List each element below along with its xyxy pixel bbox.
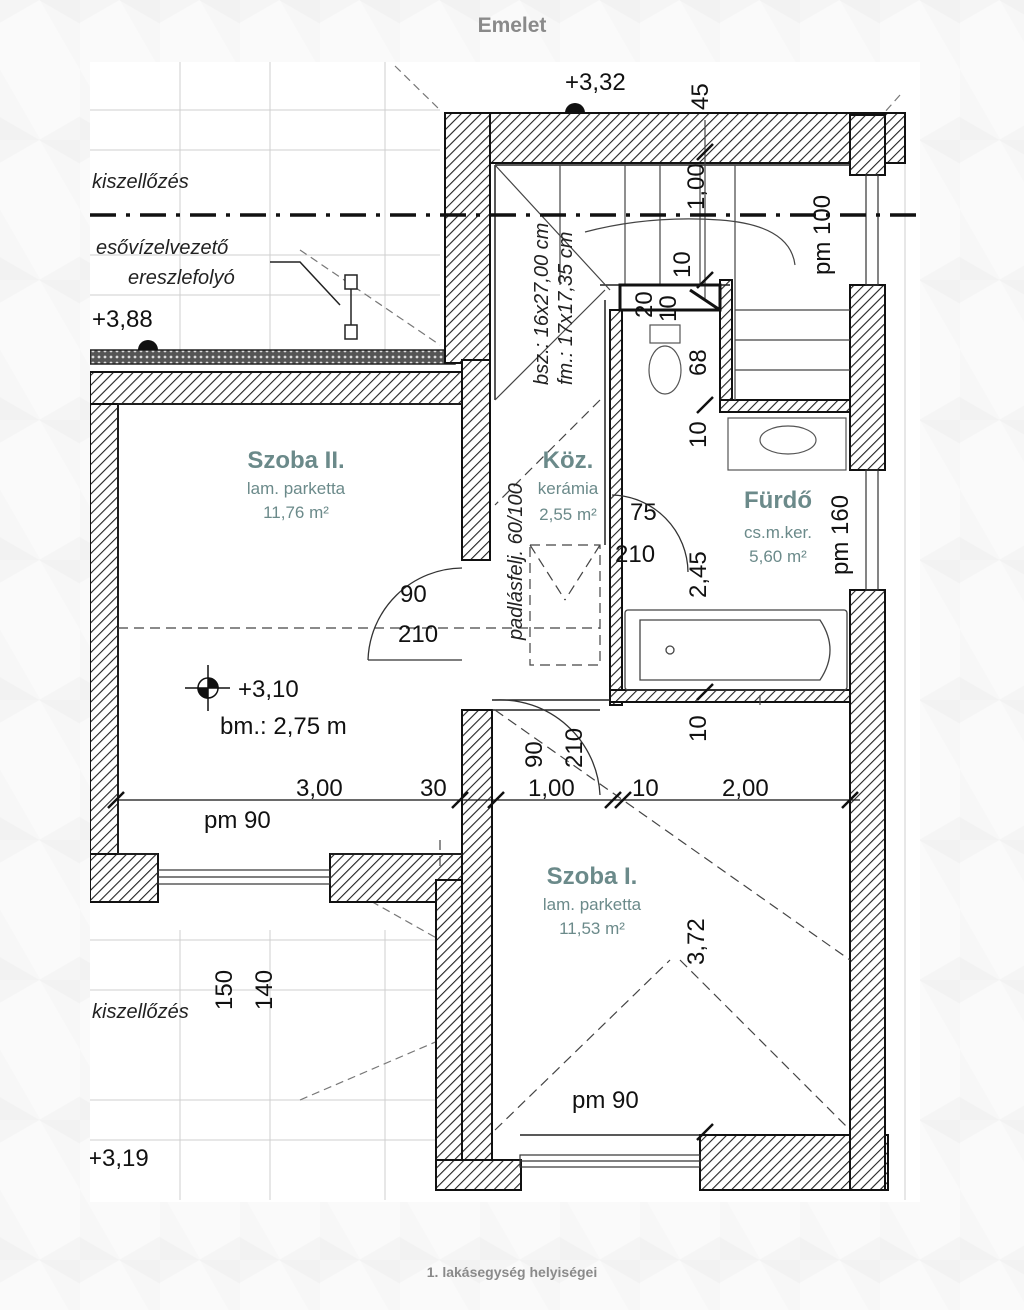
room-koz-area: 2,55 m² <box>539 505 597 524</box>
downpipe <box>270 261 358 340</box>
dim-90a: 90 <box>400 581 427 608</box>
dim-90b: 90 <box>521 741 548 768</box>
dim-200: 2,00 <box>722 775 769 802</box>
level-marker-top <box>565 103 585 113</box>
washbasin <box>727 417 847 471</box>
dim-pm90-left: pm 90 <box>204 807 271 834</box>
floor-plan: kiszellőzés esővízelvezető ereszlefolyó … <box>90 62 920 1202</box>
dim-20: 20 <box>631 291 658 318</box>
room-szoba2-floor: lam. parketta <box>247 479 346 498</box>
hidden-lines <box>118 399 851 1131</box>
room-szoba2-name: Szoba II. <box>247 447 344 474</box>
level-top: +3,32 <box>565 69 626 96</box>
room-furdo-floor: cs.m.ker. <box>744 523 812 542</box>
dim-100-horizontal: 1,00 <box>528 775 575 802</box>
dim-300: 3,00 <box>296 775 343 802</box>
note-ereszlefolyo: ereszlefolyó <box>128 267 235 289</box>
room-szoba1-name: Szoba I. <box>547 863 638 890</box>
note-padlasfeljaro: padlásfelj. 60/100 <box>505 483 527 641</box>
dim-pm160: pm 160 <box>827 495 854 575</box>
dim-10c: 10 <box>685 421 712 448</box>
level-bottom: +3,19 <box>90 1145 149 1172</box>
walls <box>90 112 906 1191</box>
dim-245: 2,45 <box>685 551 712 598</box>
dim-100-vertical: 1,00 <box>683 163 710 210</box>
note-kiszellozes-bottom: kiszellőzés <box>92 1001 189 1023</box>
room-szoba2-area: 11,76 m² <box>263 503 329 522</box>
gutter-top <box>90 349 456 365</box>
level-marker-left <box>138 340 158 350</box>
chimney <box>618 283 722 312</box>
page-title: Emelet <box>477 14 547 37</box>
level-left: +3,88 <box>92 306 153 333</box>
room-szoba1-area: 11,53 m² <box>559 919 625 938</box>
dim-140: 140 <box>251 970 278 1010</box>
interior-lines <box>117 164 850 1136</box>
staircase <box>494 120 850 401</box>
dim-pm100: pm 100 <box>809 195 836 275</box>
toilet <box>648 324 682 395</box>
room-furdo-name: Fürdő <box>744 487 812 514</box>
note-esovizelvezeto: esővízelvezető <box>96 237 229 259</box>
dim-68: 68 <box>685 349 712 376</box>
room-szoba1-floor: lam. parketta <box>543 895 642 914</box>
room-koz-name: Köz. <box>543 447 594 474</box>
note-kiszellozes-top: kiszellőzés <box>92 171 189 193</box>
room-furdo-area: 5,60 m² <box>749 547 807 566</box>
dim-10e: 10 <box>632 775 659 802</box>
dim-10a: 10 <box>669 251 696 278</box>
windows <box>157 174 879 1168</box>
caption: 1. lakásegység helyiségei <box>426 1264 598 1280</box>
note-belmagassag: bm.: 2,75 m <box>220 713 347 740</box>
dim-10d: 10 <box>685 715 712 742</box>
room-koz-floor: kerámia <box>538 479 599 498</box>
dim-150: 150 <box>211 970 238 1010</box>
dim-210b: 210 <box>398 621 438 648</box>
bathtub <box>624 609 848 691</box>
doors <box>367 494 689 796</box>
dim-210c: 210 <box>561 728 588 768</box>
dim-10b: 10 <box>655 295 682 322</box>
note-stair-line2: fm.: 17x17,35 cm <box>555 232 577 385</box>
level-marker-room <box>185 665 230 711</box>
note-stair-line1: bsz.: 16x27,00 cm <box>531 223 553 385</box>
dim-30: 30 <box>420 775 447 802</box>
level-room: +3,10 <box>238 676 299 703</box>
dim-pm90-bottom: pm 90 <box>572 1087 639 1114</box>
dim-75: 75 <box>630 499 657 526</box>
dim-372: 3,72 <box>683 918 710 965</box>
dim-45: 45 <box>687 83 714 110</box>
dim-210a: 210 <box>615 541 655 568</box>
background-grid <box>90 62 906 1200</box>
